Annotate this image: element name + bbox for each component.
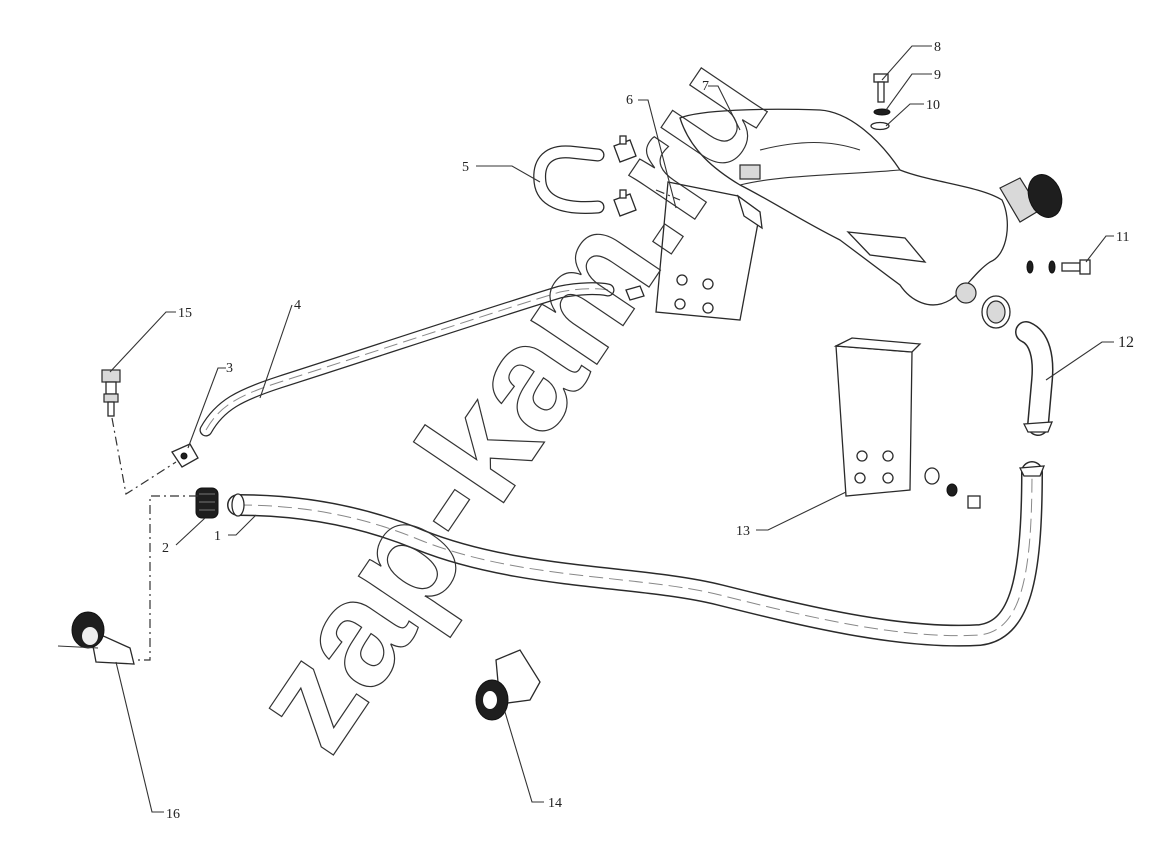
callout-12: 12 <box>1118 334 1134 351</box>
part-2-clamp <box>195 487 219 519</box>
callout-labels: 1 2 3 4 5 6 7 8 9 10 11 12 13 14 15 16 <box>162 40 1134 822</box>
part-12-elbow-hose <box>1015 321 1054 436</box>
part-14-elbow-valve <box>475 649 541 721</box>
part-6-bracket <box>655 181 763 321</box>
callout-1: 1 <box>214 529 221 544</box>
part-13-lower-bracket <box>833 337 981 509</box>
part-7-expansion-tank <box>679 108 1063 306</box>
callout-9: 9 <box>934 68 941 83</box>
part-9-washer <box>873 108 891 116</box>
callout-3: 3 <box>226 361 233 376</box>
part-1-lower-hose <box>227 461 1045 647</box>
part-11-bolt-set <box>1026 259 1091 275</box>
callout-4: 4 <box>294 298 301 313</box>
callout-11: 11 <box>1116 230 1129 245</box>
callout-7: 7 <box>702 79 709 94</box>
assembly-lines <box>111 189 681 661</box>
callout-8: 8 <box>934 40 941 55</box>
leader-lines <box>109 45 1114 813</box>
callout-14: 14 <box>548 796 562 811</box>
part-16-valve <box>57 611 135 665</box>
callout-5: 5 <box>462 160 469 175</box>
callout-16: 16 <box>166 807 180 822</box>
outlet-ring <box>981 295 1011 329</box>
part-10-washer <box>870 121 890 131</box>
part-3-fitting <box>171 443 199 468</box>
callout-6: 6 <box>626 93 633 108</box>
part-15-connector <box>101 369 121 417</box>
callout-10: 10 <box>926 98 940 113</box>
callout-13: 13 <box>736 524 750 539</box>
part-4-thin-hose <box>199 282 645 437</box>
part-8-bolt <box>873 73 889 103</box>
callout-2: 2 <box>162 541 169 556</box>
callout-15: 15 <box>178 306 192 321</box>
